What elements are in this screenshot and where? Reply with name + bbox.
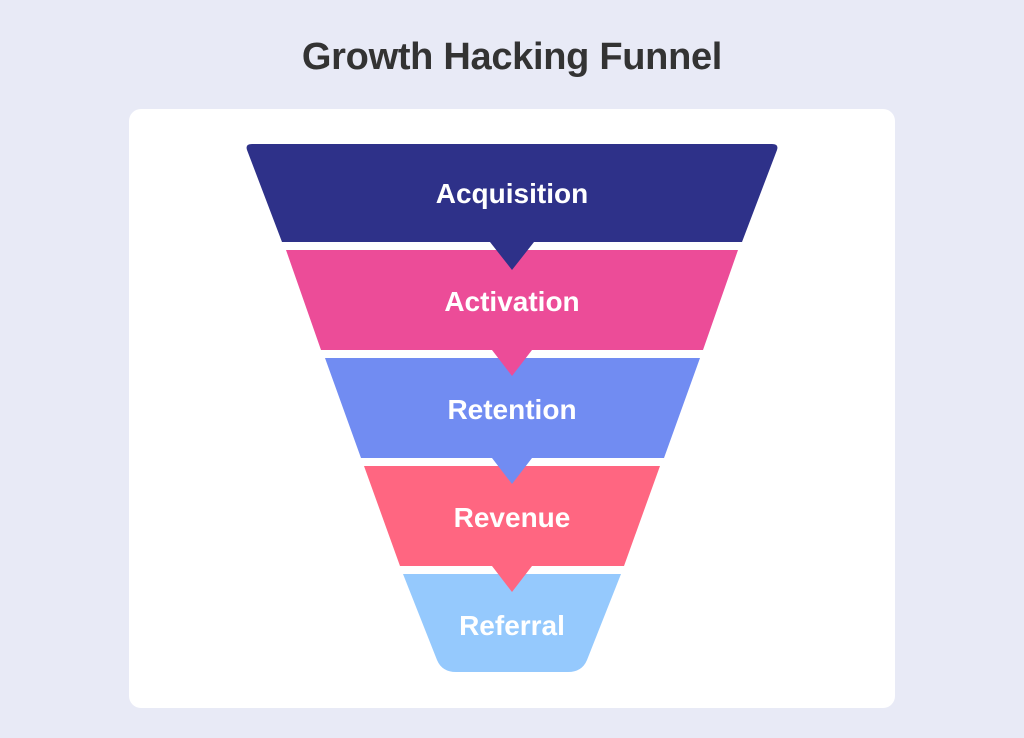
funnel-stage-label: Revenue <box>454 502 571 533</box>
funnel-stage-label: Activation <box>444 286 579 317</box>
funnel-stage-revenue: Revenue <box>364 466 660 592</box>
funnel-stage-retention: Retention <box>325 358 700 484</box>
funnel-segment-shape <box>325 358 700 484</box>
funnel-stage-label: Acquisition <box>436 178 588 209</box>
funnel-segment-shape <box>286 250 738 376</box>
funnel-stage-activation: Activation <box>286 250 738 376</box>
funnel-stage-label: Retention <box>447 394 576 425</box>
funnel-segment-shape <box>246 144 778 270</box>
funnel-segment-shape <box>364 466 660 592</box>
page-title: Growth Hacking Funnel <box>301 36 723 78</box>
funnel-stage-referral: Referral <box>403 574 621 672</box>
funnel-segment-shape <box>403 574 621 672</box>
funnel-stage-acquisition: Acquisition <box>246 144 778 270</box>
funnel-stage-label: Referral <box>459 610 565 641</box>
